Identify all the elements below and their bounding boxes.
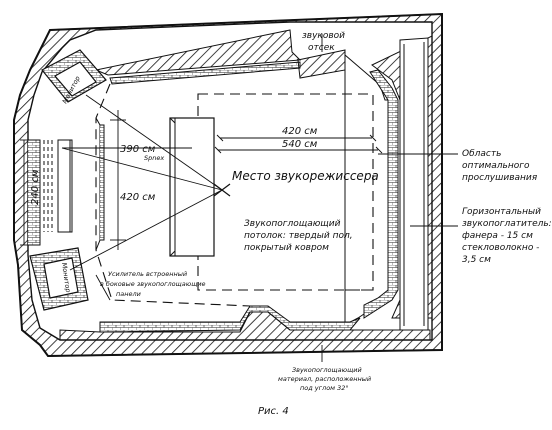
inner-panels: [59, 29, 433, 341]
ceiling-label-1: Звукопоглощающий: [244, 219, 341, 229]
console-desk: [169, 117, 215, 257]
absorber-label-3: фанера - 15 см: [462, 231, 533, 241]
ceiling-label-2: потолок: твердый пол,: [244, 231, 353, 241]
absorber-label-4: стекловолокно -: [462, 243, 539, 253]
dim-390: 390 см: [120, 144, 156, 155]
angled-material-label-3: под углом 32°: [300, 384, 349, 392]
sound-room-label-1: звуковой: [302, 31, 345, 41]
angled-material-label-1: Звукопоглощающий: [292, 366, 362, 374]
amplifier-label-2: в боковые звукопоглощающие: [100, 280, 206, 288]
optimal-zone-label-2: оптимального: [462, 161, 530, 171]
amplifier-label-3: панели: [116, 290, 141, 298]
monitor-bottom: [29, 247, 89, 311]
angled-material-label-2: материал, расположенный: [278, 375, 371, 383]
optimal-zone-label-3: прослушивания: [462, 173, 538, 183]
ceiling-label-3: покрытый ковром: [244, 243, 329, 253]
monitor-top: [41, 49, 107, 103]
dim-240: 240 см: [30, 169, 41, 205]
desk-label: Spnex: [144, 154, 164, 162]
absorber-label-1: Горизонтальный: [462, 207, 541, 217]
absorber-label-5: 3,5 см: [462, 255, 491, 265]
dim-540: 540 см: [282, 139, 318, 150]
amplifier-label-1: Усилитель встроенный: [108, 270, 187, 278]
sound-room-label-2: отсек: [308, 43, 335, 53]
dim-420-left: 420 см: [120, 192, 156, 203]
left-panels: [28, 139, 73, 246]
engineer-marker: [213, 183, 231, 197]
dimension-lines: [20, 34, 458, 362]
dim-420-top: 420 см: [282, 126, 318, 137]
optimal-zone-label-1: Область: [462, 149, 501, 159]
engineer-place-label: Место звукорежиссера: [232, 169, 379, 183]
figure-caption: Рис. 4: [258, 406, 289, 417]
absorber-label-2: звукопоглатитель:: [462, 219, 552, 229]
outer-wall: [13, 12, 443, 358]
